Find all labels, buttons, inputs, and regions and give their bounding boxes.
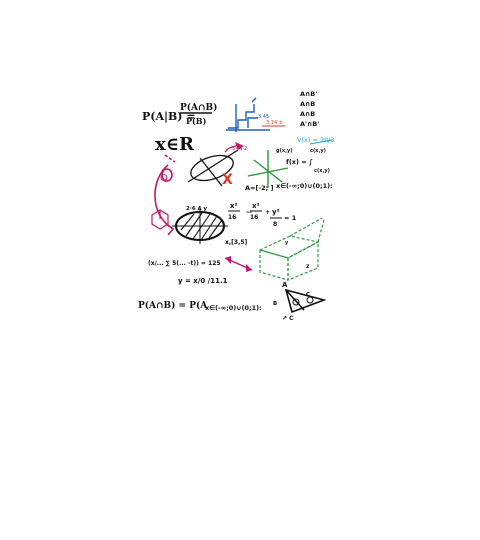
y-equation: y = x/0 /11.1 (178, 277, 228, 285)
green-dashed-box (258, 217, 325, 281)
svg-text:y²: y² (272, 208, 280, 216)
svg-text:3.14 ±: 3.14 ± (266, 120, 283, 126)
svg-text:5=a·2: 5=a·2 (232, 146, 247, 152)
x-in-reals: x∈R (155, 134, 195, 155)
svg-text:+: + (265, 209, 270, 216)
set-notation-list: A∩B' A∩B A∩B A'∩B' (300, 90, 319, 128)
red-arrow-label: 3.14 ± (262, 120, 285, 127)
cond-prob-numerator: P(A∩B) (180, 102, 217, 113)
svg-text:A=[-2; ]: A=[-2; ] (245, 184, 274, 192)
set-line-4: A'∩B' (300, 120, 319, 128)
f-equation: f(x) = ∫ (286, 158, 313, 166)
slope-label: 3.45 (258, 114, 269, 120)
box-z-label: z (306, 263, 310, 270)
svg-text:2·6 ∆ y: 2·6 ∆ y (186, 206, 207, 212)
svg-text:c(x,y): c(x,y) (314, 168, 330, 174)
pink-double-arrow (224, 256, 253, 272)
set-line-2: A∩B (300, 100, 315, 108)
pink-arrow-head (235, 142, 244, 150)
svg-text:↗ C: ↗ C (282, 315, 294, 322)
ellipse-equation: x² 16 — x² 16 + y² 8 = 1 (228, 202, 297, 228)
conditional-probability-formula: P(A|B) = P(A∩B) P(B) (142, 102, 217, 126)
blue-step-chart: 3.45 (226, 97, 270, 132)
box-y-label: y (285, 240, 289, 246)
triangle-label-b: B (273, 301, 277, 307)
set-line-3: A∩B (300, 110, 315, 118)
set-line-1: A∩B' (300, 90, 317, 98)
cos-label-text: V(x) = 2π/3 (297, 136, 334, 144)
pink-loop (154, 154, 176, 236)
svg-text:x²: x² (252, 202, 260, 210)
cos-label: V(x) = 2π/3 (297, 136, 334, 145)
interval-1: x∈(-∞;0)∪(0;1): (276, 182, 333, 190)
cond-prob-denominator: P(B) (186, 116, 207, 126)
svg-text:g(x,y): g(x,y) (276, 148, 293, 154)
hatched-ellipse (172, 206, 228, 244)
triangle-label-c: C (306, 292, 310, 298)
triangle-diagram (284, 288, 327, 314)
pink-cube (151, 209, 169, 230)
svg-text:16: 16 (228, 214, 236, 221)
q-mark: Q (160, 173, 168, 184)
triangle-label-a: A (282, 281, 288, 289)
svg-text:= 1: = 1 (284, 214, 297, 222)
sum-equation: (x/... ∑ 5(... -t)) = 125 (148, 260, 221, 267)
bracket-label: x,[3,5] (225, 239, 248, 246)
svg-text:—: — (246, 209, 252, 216)
interval-2: x∈(-∞;0)∪(0;1): (205, 304, 262, 312)
svg-text:16: 16 (250, 214, 258, 221)
green-axes (247, 150, 289, 188)
svg-text:x²: x² (230, 202, 238, 210)
x-mark: X (222, 172, 233, 188)
and-probability: P(A∩B) = P(A (138, 300, 208, 311)
svg-text:c(x,y): c(x,y) (310, 148, 326, 154)
svg-text:8: 8 (273, 221, 277, 228)
